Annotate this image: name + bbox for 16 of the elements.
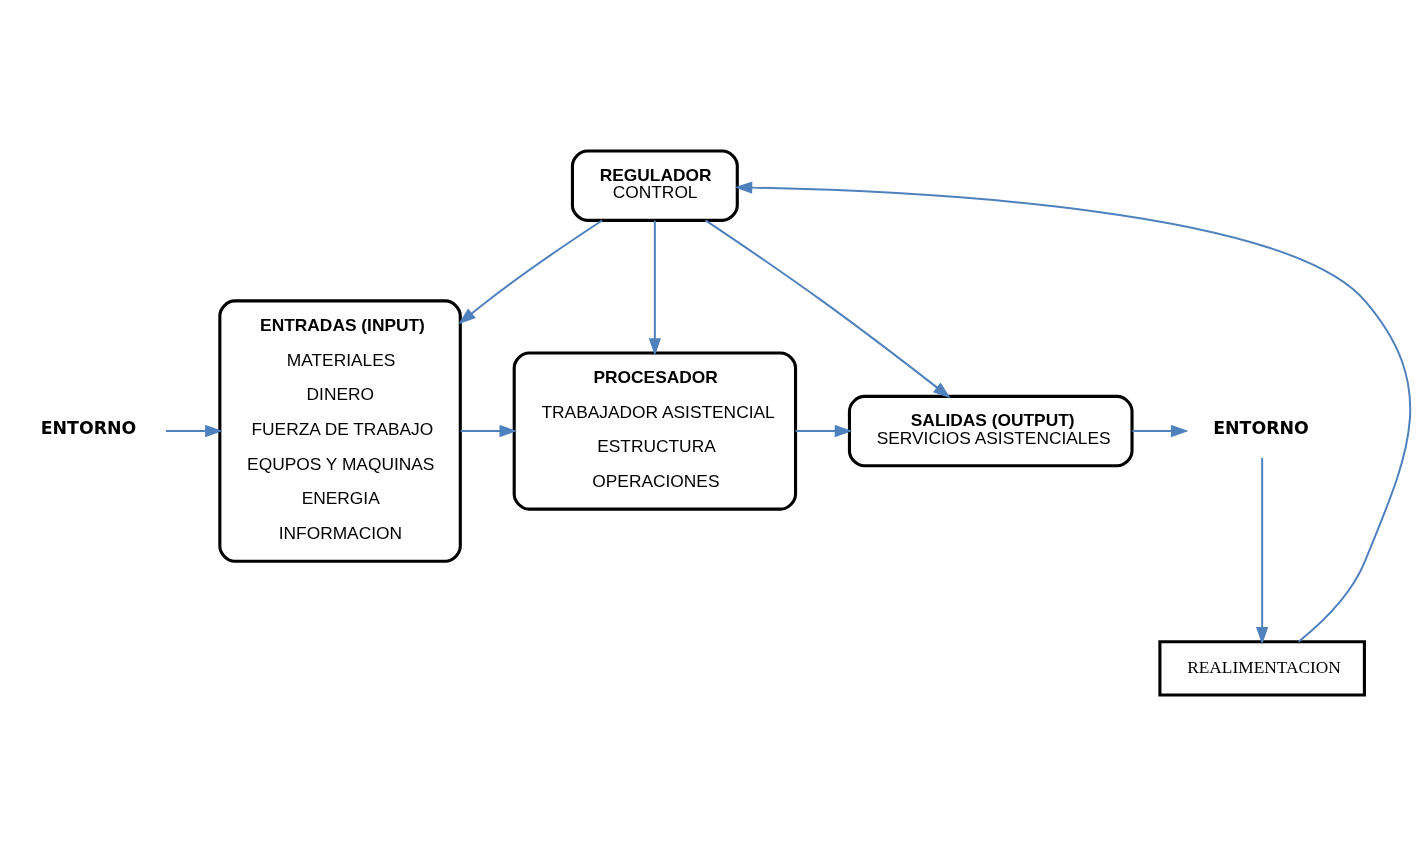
node-box: REALIMENTACION: [1158, 640, 1366, 697]
node-box: PROCESADOR TRABAJADOR ASISTENCIAL ESTRUCTURA OPERACIONES: [512, 351, 798, 511]
node-box: SALIDAS (OUTPUT) SERVICIOS ASISTENCIALES: [847, 394, 1134, 468]
arrow: [734, 181, 1412, 643]
node-text: ENTORNO: [40, 418, 137, 439]
arrow: [165, 424, 223, 438]
node-box: ENTRADAS (INPUT) MATERIALES DINERO FUERZA DE TRABAJO EQUPOS Y MAQUINAS ENERGIA INFORMACION: [218, 299, 462, 563]
arrow: [704, 219, 951, 399]
node-box: REGULADOR CONTROL: [570, 149, 739, 222]
arrow: [458, 219, 604, 325]
arrow: [648, 219, 662, 356]
node-text: ENTORNO: [1213, 418, 1309, 439]
arrow: [1256, 456, 1269, 645]
arrow: [794, 424, 853, 438]
arrow: [459, 424, 518, 438]
arrow: [1131, 424, 1189, 438]
